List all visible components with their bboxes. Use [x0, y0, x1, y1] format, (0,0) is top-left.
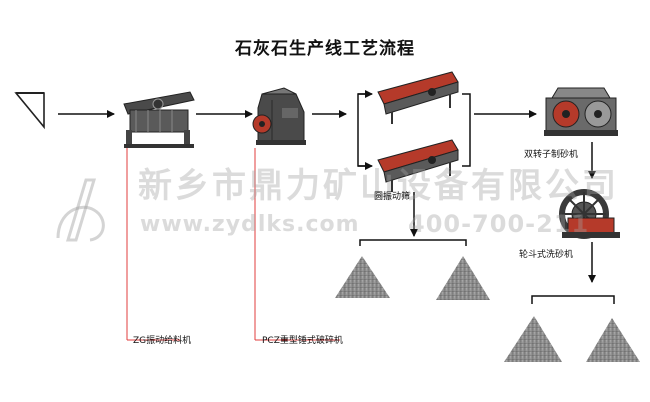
- hopper-icon: [14, 92, 45, 130]
- vibrating-feeder-icon: [123, 91, 195, 148]
- screen-bracket: [357, 93, 370, 167]
- screen-return-bracket: [462, 93, 471, 167]
- watermark-url: www.zydlks.com: [140, 212, 360, 237]
- leader-lines: [126, 148, 340, 341]
- company-logo-watermark-icon: [56, 178, 105, 242]
- gravel-pile-2: [436, 256, 490, 300]
- label-screen: 圆振动筛: [374, 192, 411, 202]
- vibrating-screen-upper-icon: [377, 71, 459, 124]
- sand-pile-1: [504, 316, 562, 362]
- double-rotor-sand-maker-icon: [544, 87, 618, 136]
- watermark-phone: 400-700-211: [408, 210, 590, 238]
- label-feeder: ZG振动给料机: [133, 336, 192, 346]
- label-sand-maker: 双转子制砂机: [524, 150, 579, 160]
- watermark-company: 新乡市鼎力矿山设备有限公司: [138, 166, 619, 206]
- label-crusher: PCZ重型锤式破碎机: [262, 336, 343, 346]
- gravel-pile-1: [335, 256, 390, 298]
- bucket-sand-washer-icon: [559, 189, 620, 239]
- diagram-title: 石灰石生产线工艺流程: [235, 39, 415, 59]
- pile-bracket-left: [359, 239, 467, 246]
- pile-bracket-right: [531, 295, 615, 304]
- hammer-crusher-icon: [252, 87, 306, 145]
- flow-arrows: [58, 90, 615, 304]
- sand-pile-2: [586, 318, 640, 362]
- vibrating-screen-lower-icon: [377, 139, 459, 192]
- gravel-piles: [335, 256, 640, 362]
- label-sand-washer: 轮斗式洗砂机: [519, 250, 574, 260]
